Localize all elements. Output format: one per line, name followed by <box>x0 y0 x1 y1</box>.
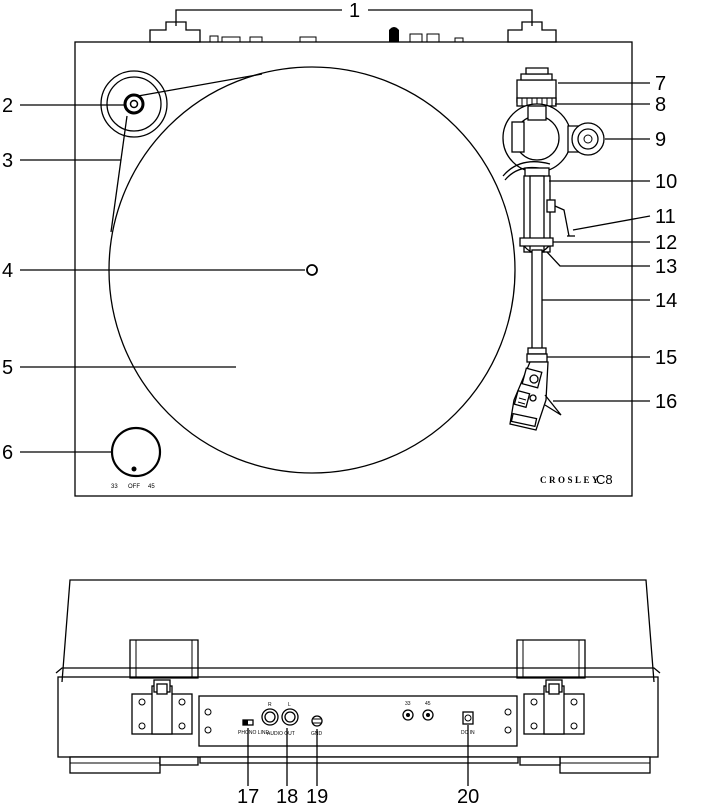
callout-9: 9 <box>655 129 666 151</box>
callout-7: 7 <box>655 73 666 95</box>
speed-label-33: 33 <box>111 484 118 490</box>
brand-logo-text: CROSLEY <box>540 475 601 485</box>
spindle <box>306 264 318 276</box>
drive-belt <box>110 73 263 233</box>
callout-20: 20 <box>457 786 479 807</box>
callout-2: 2 <box>2 95 13 117</box>
rca-jacks <box>261 708 299 726</box>
speed-label-off: OFF <box>128 484 140 490</box>
leader-lines <box>20 9 651 786</box>
jack-l-label: L <box>288 702 291 708</box>
hinge-brackets <box>131 679 585 735</box>
feet <box>69 756 651 774</box>
model-name: C8 <box>596 472 613 487</box>
callout-8: 8 <box>655 94 666 116</box>
callout-15: 15 <box>655 347 677 369</box>
callout-4: 4 <box>2 260 13 282</box>
callout-13: 13 <box>655 256 677 278</box>
callout-14: 14 <box>655 290 677 312</box>
callout-numbers: 1 2 3 4 5 6 7 8 9 10 11 12 13 14 15 16 1… <box>2 0 677 807</box>
connector-panel <box>198 695 518 747</box>
callout-11: 11 <box>655 206 676 228</box>
motor-pulley <box>100 70 168 138</box>
knob-33-label: 33 <box>405 701 411 707</box>
rear-hinges <box>129 639 586 679</box>
callout-1: 1 <box>349 0 360 22</box>
knob-45-label: 45 <box>425 701 431 707</box>
callout-5: 5 <box>2 357 13 379</box>
rear-view: PHONO LINE R L AUDIO OUT GND 33 45 DC IN <box>55 579 661 774</box>
callout-6: 6 <box>2 442 13 464</box>
ground-terminal <box>311 715 323 727</box>
plinth <box>74 41 633 497</box>
callout-16: 16 <box>655 391 677 413</box>
audio-out-label: AUDIO OUT <box>267 731 295 737</box>
dust-cover-hinges <box>149 21 557 43</box>
callout-18: 18 <box>276 786 298 807</box>
callout-19: 19 <box>306 786 328 807</box>
pitch-adjust-knobs <box>402 709 434 721</box>
callout-10: 10 <box>655 171 677 193</box>
jack-r-label: R <box>268 702 272 708</box>
speed-label-45: 45 <box>148 484 155 490</box>
callout-3: 3 <box>2 150 13 172</box>
dust-cover <box>61 579 655 683</box>
callout-17: 17 <box>237 786 259 807</box>
tonearm-assembly <box>502 67 605 431</box>
switch-label: PHONO LINE <box>238 730 270 736</box>
top-view: 33 OFF 45 <box>74 21 633 497</box>
speed-selector-knob <box>110 426 162 478</box>
callout-12: 12 <box>655 232 677 254</box>
dc-in-jack <box>462 711 474 725</box>
